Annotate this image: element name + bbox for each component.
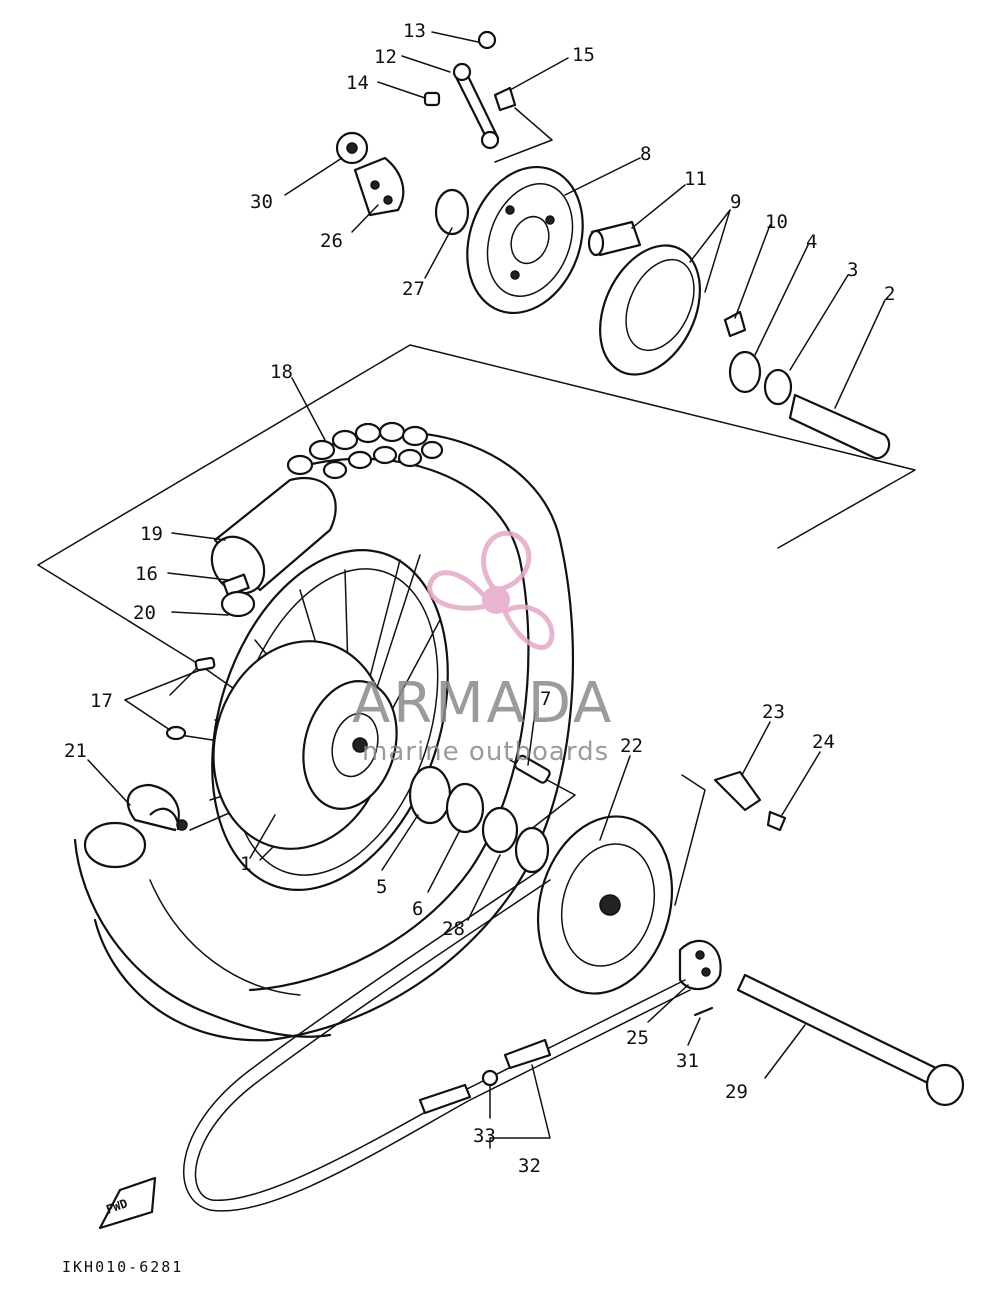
cam-shaft — [587, 220, 642, 257]
callout-30: 30 — [250, 191, 273, 213]
callout-8: 8 — [640, 143, 651, 165]
callout-31: 31 — [676, 1050, 699, 1072]
callout-22: 22 — [620, 735, 643, 757]
brake-cover-and-collar — [353, 156, 470, 236]
rear-sprocket — [536, 815, 674, 995]
brake-shoes — [599, 244, 701, 376]
tire-tread — [286, 421, 444, 480]
callout-11: 11 — [684, 168, 707, 190]
callout-19: 19 — [140, 523, 163, 545]
callout-12: 12 — [374, 46, 397, 68]
watermark: ARMADA marine outboards — [352, 530, 614, 767]
chain-puller — [678, 939, 722, 991]
callout-10: 10 — [765, 211, 788, 233]
callout-4: 4 — [806, 231, 817, 253]
callout-24: 24 — [812, 731, 835, 753]
callout-6: 6 — [412, 898, 423, 920]
wheel-hub — [212, 640, 398, 850]
sprocket-side-bearings — [408, 754, 551, 874]
callout-32: 32 — [518, 1155, 541, 1177]
callout-23: 23 — [762, 701, 785, 723]
callout-18: 18 — [270, 361, 293, 383]
callout-25: 25 — [626, 1027, 649, 1049]
callout-17: 17 — [90, 690, 113, 712]
callout-7: 7 — [540, 688, 551, 710]
callout-14: 14 — [346, 72, 369, 94]
callout-21: 21 — [64, 740, 87, 762]
rim-lock — [83, 783, 188, 869]
callout-leaders — [87, 31, 886, 1149]
callout-3: 3 — [847, 259, 858, 281]
watermark-tagline: marine outboards — [362, 737, 609, 767]
rear-axle — [736, 973, 965, 1107]
callout-16: 16 — [135, 563, 158, 585]
chain-tensioner-parts — [713, 770, 787, 832]
spoke-nipples — [165, 656, 216, 741]
tube-and-valve — [210, 477, 337, 618]
drawing-code: IKH010-6281 — [62, 1258, 183, 1276]
fwd-label: FWD — [104, 1196, 129, 1217]
watermark-brand: ARMADA — [352, 671, 614, 736]
callout-20: 20 — [133, 602, 156, 624]
callout-15: 15 — [572, 44, 595, 66]
brake-shoe-plate — [466, 165, 584, 315]
callout-13: 13 — [403, 20, 426, 42]
propeller-logo — [427, 530, 555, 650]
callout-2: 2 — [884, 283, 895, 305]
callout-27: 27 — [402, 278, 425, 300]
callout-9: 9 — [730, 191, 741, 213]
cotter-pin — [693, 1006, 714, 1017]
callout-33: 33 — [473, 1125, 496, 1147]
direction-tag: FWD — [98, 1176, 157, 1230]
callout-26: 26 — [320, 230, 343, 252]
callout-1: 1 — [240, 853, 251, 875]
callout-5: 5 — [376, 876, 387, 898]
axle-spacers — [723, 310, 891, 460]
callout-28: 28 — [442, 918, 465, 940]
brake-lever-hardware — [335, 30, 517, 165]
rear-tire — [73, 421, 574, 1042]
callout-29: 29 — [725, 1081, 748, 1103]
part-callouts: 1 2 3 4 5 6 7 8 9 10 11 12 13 14 15 16 1… — [64, 20, 895, 1177]
